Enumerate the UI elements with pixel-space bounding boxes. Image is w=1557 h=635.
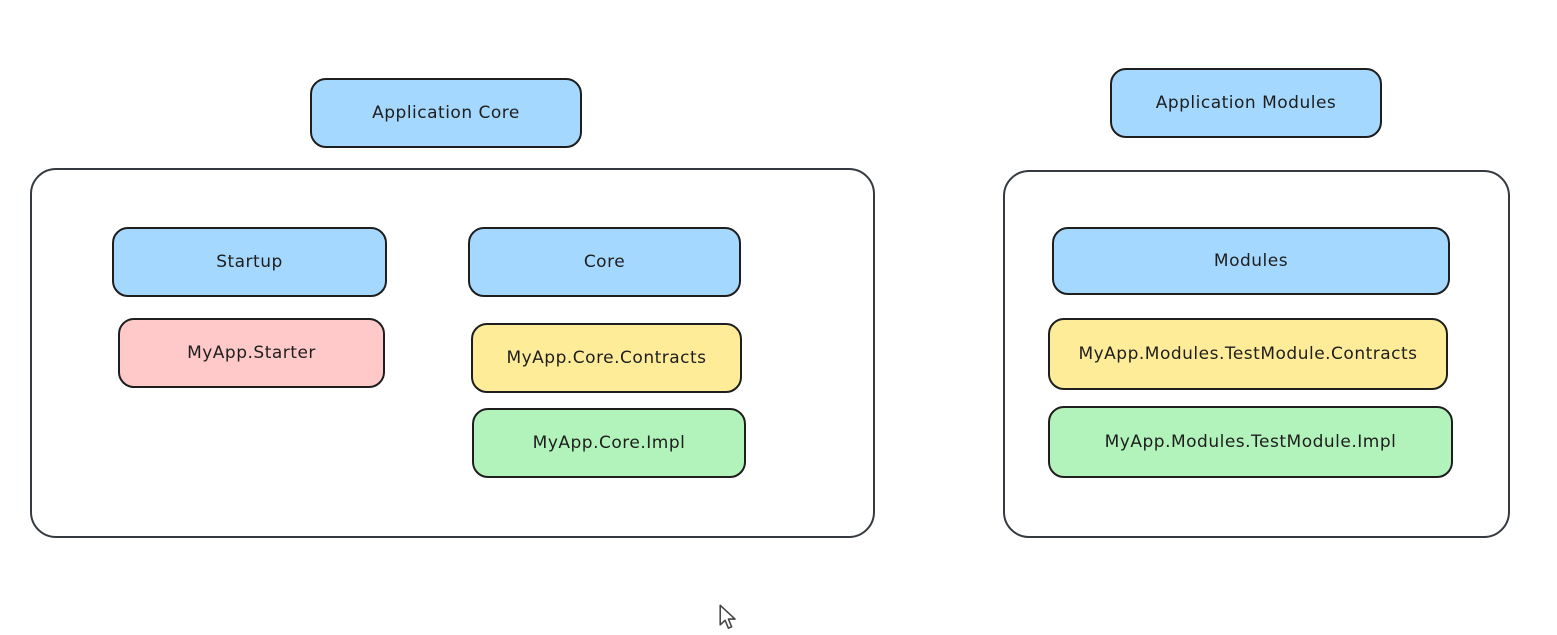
modules-label: Modules [1213, 251, 1289, 271]
startup-label: Startup [216, 252, 283, 272]
application-modules-header-label: Application Modules [1155, 93, 1337, 113]
myapp-core-contracts-node[interactable]: MyApp.Core.Contracts [471, 323, 742, 393]
testmodule-contracts-node[interactable]: MyApp.Modules.TestModule.Contracts [1048, 318, 1448, 390]
modules-node[interactable]: Modules [1052, 227, 1450, 295]
myapp-core-impl-node[interactable]: MyApp.Core.Impl [472, 408, 746, 478]
application-core-container[interactable] [30, 168, 875, 538]
testmodule-contracts-label: MyApp.Modules.TestModule.Contracts [1078, 344, 1418, 364]
testmodule-impl-label: MyApp.Modules.TestModule.Impl [1104, 432, 1397, 452]
core-node[interactable]: Core [468, 227, 741, 297]
testmodule-impl-node[interactable]: MyApp.Modules.TestModule.Impl [1048, 406, 1453, 478]
myapp-starter-node[interactable]: MyApp.Starter [118, 318, 385, 388]
application-core-header-label: Application Core [372, 103, 520, 123]
myapp-core-contracts-label: MyApp.Core.Contracts [506, 348, 707, 368]
myapp-core-impl-label: MyApp.Core.Impl [532, 433, 686, 453]
application-modules-container[interactable] [1003, 170, 1510, 538]
startup-node[interactable]: Startup [112, 227, 387, 297]
mouse-cursor-icon [719, 604, 736, 629]
myapp-starter-label: MyApp.Starter [187, 343, 316, 363]
application-modules-header-node[interactable]: Application Modules [1110, 68, 1382, 138]
core-label: Core [583, 252, 626, 272]
application-core-header-node[interactable]: Application Core [310, 78, 582, 148]
